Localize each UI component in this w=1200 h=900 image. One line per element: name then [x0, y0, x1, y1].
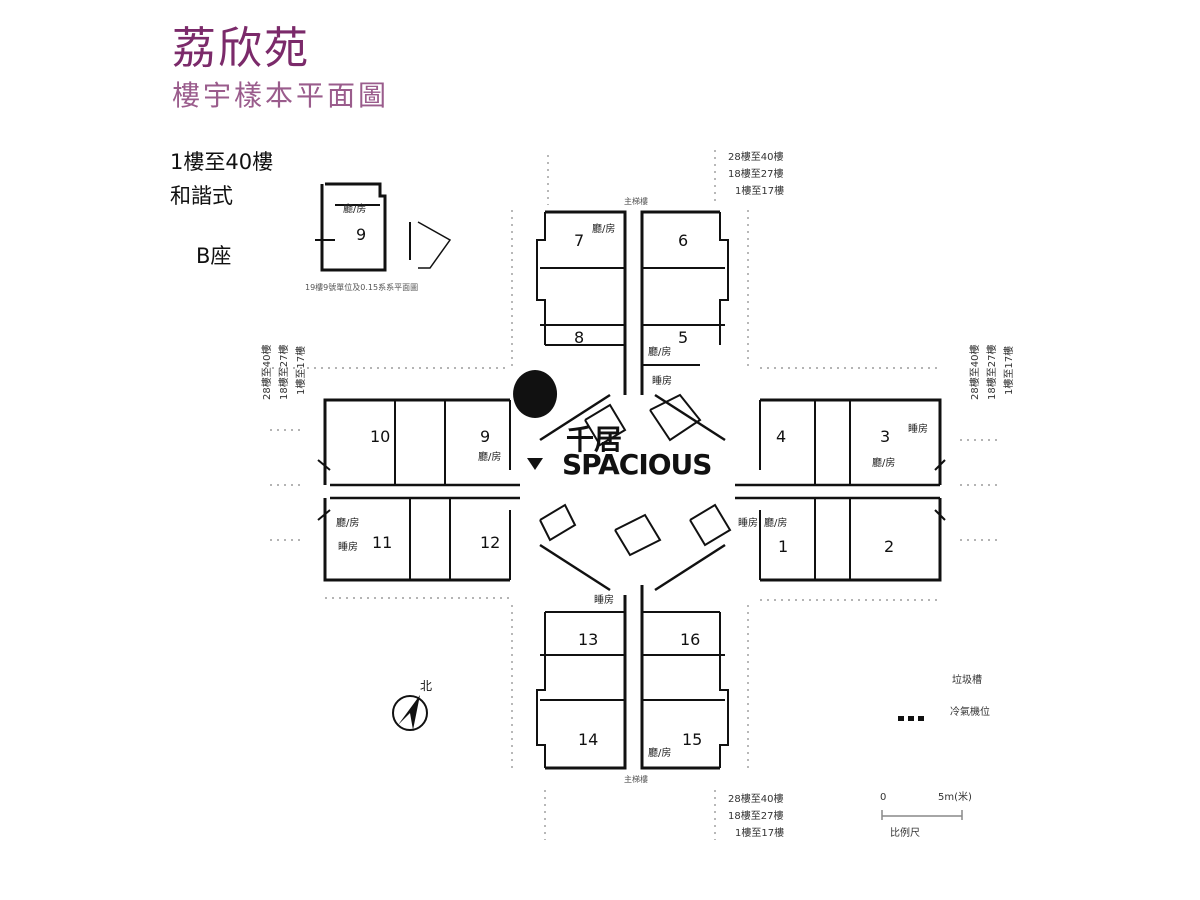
block-label: B座 [196, 244, 232, 268]
room-label: 睡房 [594, 593, 614, 606]
floor-note-left: 18樓至27樓 [277, 345, 290, 400]
bottom-wing [536, 585, 729, 770]
floor-note-bottom: 18樓至27樓 [728, 809, 783, 822]
scale-start: 0 [880, 792, 886, 803]
unit-12: 12 [480, 533, 500, 552]
unit-11: 11 [372, 533, 392, 552]
inset-unit-9: 9 [356, 225, 366, 244]
unit-2: 2 [884, 537, 894, 556]
unit-13: 13 [578, 630, 598, 649]
unit-15: 15 [682, 730, 702, 749]
room-label: 睡房 [908, 422, 928, 435]
unit-1: 1 [778, 537, 788, 556]
unit-3: 3 [880, 427, 890, 446]
logo-cn: 千居 [566, 423, 623, 456]
unit-14: 14 [578, 730, 598, 749]
unit-5: 5 [678, 328, 688, 347]
floor-note-right: 28樓至40樓 [968, 345, 981, 400]
floor-note-left: 28樓至40樓 [260, 345, 273, 400]
unit-10: 10 [370, 427, 390, 446]
inset-caption: 19樓9號單位及0.15系系平面圖 [305, 282, 418, 292]
north-compass-icon: 北 [392, 679, 432, 731]
unit-6: 6 [678, 231, 688, 250]
room-label: 廳/房 [336, 516, 359, 529]
room-label: 睡房 [652, 374, 672, 387]
legend-item-1: 垃圾槽 [952, 673, 982, 686]
floor-note-top: 28樓至40樓 [728, 150, 783, 163]
floor-note-right: 1樓至17樓 [1002, 346, 1015, 395]
legend: 垃圾槽 冷氣機位 [898, 673, 990, 721]
room-label: 廳/房 [648, 746, 671, 759]
stair-label-top: 主梯樓 [624, 196, 648, 206]
page-title: 荔欣苑 [172, 23, 310, 74]
svg-text:S: S [523, 425, 545, 460]
floor-note-top: 18樓至27樓 [728, 167, 783, 180]
unit-8: 8 [574, 328, 584, 347]
floor-range: 1樓至40樓 [170, 150, 274, 174]
room-label: 廳/房 [592, 222, 615, 235]
unit-4: 4 [776, 427, 786, 446]
floor-notes: 28樓至40樓 18樓至27樓 1樓至17樓 28樓至40樓 18樓至27樓 1… [260, 150, 1015, 839]
room-label: 廳/房 [872, 456, 895, 469]
dimension-lines [265, 150, 1000, 840]
floor-note-bottom: 1樓至17樓 [735, 826, 784, 839]
floor-note-right: 18樓至27樓 [985, 345, 998, 400]
page-subtitle: 樓宇樣本平面圖 [172, 79, 390, 112]
floor-note-left: 1樓至17樓 [294, 346, 307, 395]
unit-16: 16 [680, 630, 700, 649]
legend-item-2: 冷氣機位 [950, 705, 990, 718]
stair-label-bottom: 主梯樓 [624, 774, 648, 784]
room-label: 睡房 [738, 516, 758, 529]
room-label: 廳/房 [764, 516, 787, 529]
scale-end: 5m(米) [938, 790, 972, 803]
inset-room-label: 廳/房 [343, 202, 366, 215]
room-labels: 廳/房 廳/房 廳/房 廳/房 廳/房 廳/房 廳/房 睡房 睡房 睡房 睡房 … [305, 196, 928, 784]
unit-9: 9 [480, 427, 490, 446]
room-label: 廳/房 [478, 450, 501, 463]
floor-note-bottom: 28樓至40樓 [728, 792, 783, 805]
logo-en: SPACIOUS [562, 448, 712, 481]
scale-bar: 0 5m(米) 比例尺 [880, 790, 972, 839]
right-wing [735, 398, 946, 582]
inset-plan [315, 182, 452, 272]
room-label: 廳/房 [648, 345, 671, 358]
floor-note-top: 1樓至17樓 [735, 184, 784, 197]
left-wing [317, 398, 520, 582]
unit-numbers: 1 2 3 4 5 6 7 8 9 10 11 12 13 14 15 16 9 [356, 225, 894, 749]
top-wing [536, 210, 729, 395]
room-label: 睡房 [338, 540, 358, 553]
unit-7: 7 [574, 231, 584, 250]
central-core [539, 393, 732, 592]
layout-type: 和諧式 [170, 184, 233, 208]
scale-caption: 比例尺 [890, 826, 920, 839]
north-label: 北 [420, 679, 432, 693]
spacious-logo-icon: S [513, 370, 558, 470]
